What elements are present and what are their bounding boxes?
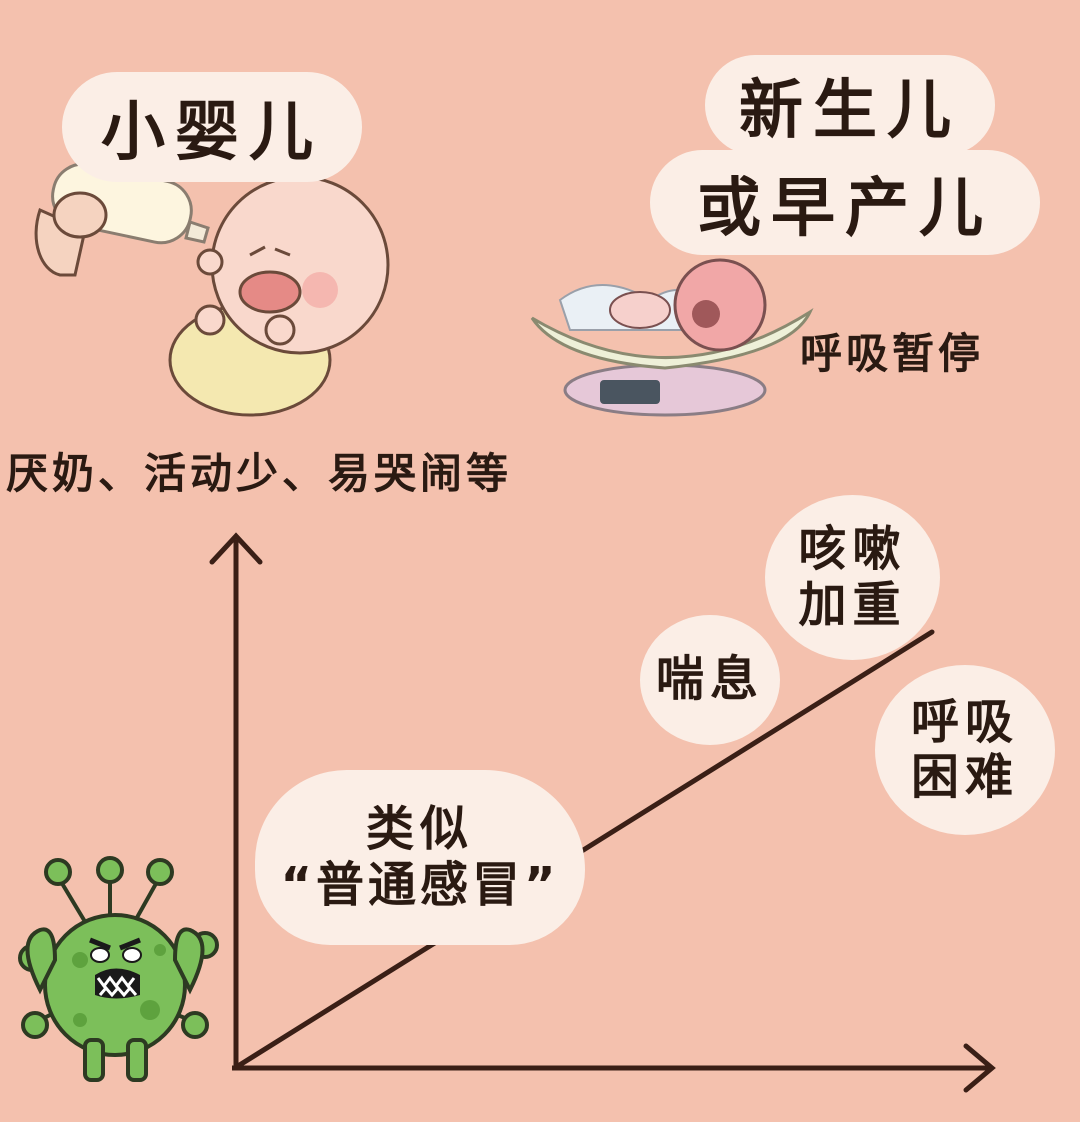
newborn-title-bubble-line2: 或早产儿 — [650, 150, 1040, 255]
newborn-symptom: 呼吸暂停 — [800, 329, 985, 378]
x-axis — [232, 1043, 996, 1093]
virus-mascot — [18, 856, 219, 1082]
stage-breathing-difficulty-line2: 困难 — [910, 749, 1019, 805]
crying-baby-illustration — [168, 175, 390, 417]
infant-title-bubble: 小婴儿 — [62, 72, 362, 182]
severity-trend-line — [235, 629, 935, 1069]
newborn-title-bubble-line1: 新生儿 — [705, 55, 995, 155]
stage-wheezing: 喘息 — [655, 651, 764, 708]
stage-cough-worse-line2: 加重 — [798, 576, 907, 633]
stage-common-cold-line2: “普通感冒” — [280, 856, 560, 913]
infant-symptoms: 厌奶、活动少、易哭闹等 — [6, 449, 513, 498]
newborn-title-line2: 或早产儿 — [697, 171, 993, 246]
stage-breathing-difficulty-bubble: 呼吸 困难 — [875, 665, 1055, 835]
stage-common-cold-bubble: 类似 “普通感冒” — [255, 770, 585, 945]
infant-title: 小婴儿 — [101, 96, 323, 170]
stage-breathing-difficulty-line1: 呼吸 — [910, 693, 1019, 750]
stage-cough-worse-bubble: 咳嗽 加重 — [765, 495, 940, 660]
stage-cough-worse-line1: 咳嗽 — [798, 521, 907, 578]
newborn-title-line1: 新生儿 — [739, 74, 961, 148]
stage-wheezing-bubble: 喘息 — [640, 615, 780, 745]
newborn-scale-illustration — [530, 258, 814, 417]
stage-common-cold-line1: 类似 — [365, 801, 474, 858]
y-axis — [209, 532, 263, 1070]
